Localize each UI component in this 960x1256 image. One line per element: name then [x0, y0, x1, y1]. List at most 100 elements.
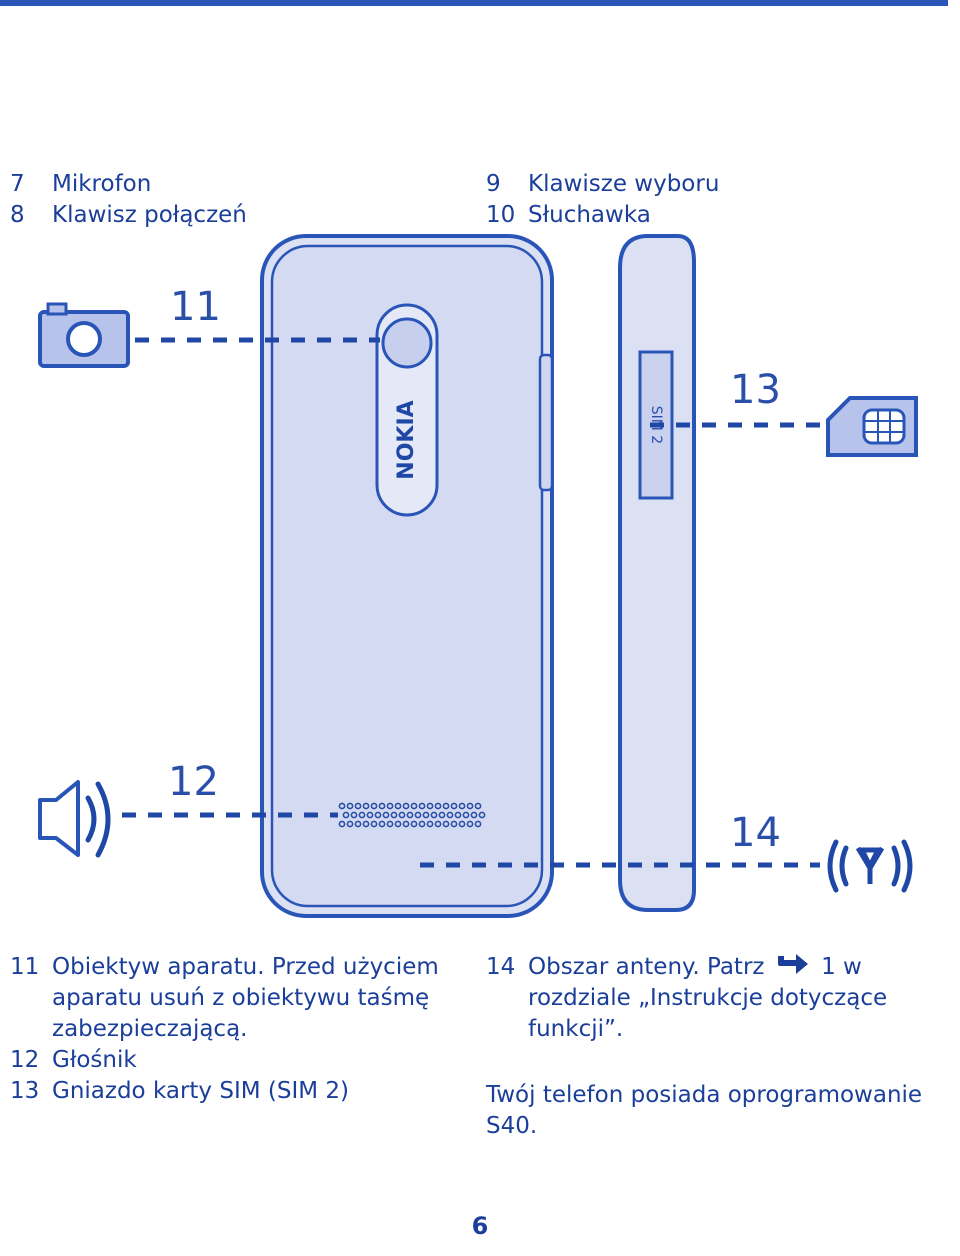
- legend-number: 7: [10, 171, 25, 197]
- grille-hole: [418, 802, 426, 810]
- grille-hole: [366, 811, 374, 819]
- antenna-text-after: 1 w rozdziale „Instrukcje dotyczące funk…: [528, 954, 888, 1042]
- grille-hole: [394, 820, 402, 828]
- legend-number: 9: [486, 171, 501, 197]
- bottom-legend-left: 11 Obiektyw aparatu. Przed użyciem apara…: [10, 952, 472, 1107]
- legend-item: 7 Mikrofon: [10, 169, 247, 200]
- legend-item: 13 Gniazdo karty SIM (SIM 2): [10, 1076, 472, 1107]
- grille-hole: [458, 820, 466, 828]
- grille-hole: [418, 820, 426, 828]
- grille-hole: [450, 820, 458, 828]
- legend-number: 13: [10, 1078, 40, 1104]
- bottom-legend-right: 14 Obszar anteny. Patrz 1 w rozdziale „I…: [486, 952, 926, 1045]
- side-button: [538, 353, 554, 492]
- grille-hole: [386, 802, 394, 810]
- legend-label: Obiektyw aparatu. Przed użyciem aparatu …: [52, 954, 439, 1042]
- legend-label: Gniazdo karty SIM (SIM 2): [52, 1078, 350, 1104]
- antenna-icon: [827, 839, 913, 893]
- legend-item: 10 Słuchawka: [486, 200, 719, 231]
- legend-item: 14 Obszar anteny. Patrz 1 w rozdziale „I…: [486, 952, 926, 1045]
- software-note: Twój telefon posiada oprogramowanie S40.: [486, 1082, 923, 1139]
- legend-item: 8 Klawisz połączeń: [10, 200, 247, 231]
- grille-hole: [442, 802, 450, 810]
- brand-logo: NOKIA: [394, 400, 419, 479]
- legend-number: 10: [486, 202, 516, 228]
- grille-hole: [422, 811, 430, 819]
- top-legend-right: 9 Klawisze wyboru 10 Słuchawka: [486, 169, 719, 231]
- grille-hole: [378, 802, 386, 810]
- grille-hole: [414, 811, 422, 819]
- grille-hole: [386, 820, 394, 828]
- phone-back-inner-edge: [270, 244, 544, 908]
- grille-hole: [442, 820, 450, 828]
- legend-number: 14: [486, 954, 516, 980]
- camera-icon: [38, 302, 130, 368]
- grille-hole: [398, 811, 406, 819]
- grille-hole: [446, 811, 454, 819]
- legend-item: 11 Obiektyw aparatu. Przed użyciem apara…: [10, 952, 472, 1045]
- grille-hole: [402, 820, 410, 828]
- grille-hole: [346, 820, 354, 828]
- top-rule: [0, 0, 948, 6]
- grille-hole: [346, 802, 354, 810]
- grille-hole: [358, 811, 366, 819]
- antenna-text-before: Obszar anteny. Patrz: [528, 954, 765, 980]
- callout-antenna: 14: [730, 810, 781, 856]
- grille-hole: [362, 820, 370, 828]
- grille-hole: [406, 811, 414, 819]
- top-legend-left: 7 Mikrofon 8 Klawisz połączeń: [10, 169, 247, 231]
- legend-item: 12 Głośnik: [10, 1045, 472, 1076]
- grille-hole: [466, 820, 474, 828]
- legend-label: Klawisze wyboru: [528, 171, 720, 197]
- legend-number: 11: [10, 954, 40, 980]
- callout-sim: 13: [730, 367, 781, 413]
- grille-hole: [410, 802, 418, 810]
- legend-label: Mikrofon: [52, 171, 152, 197]
- speaker-grille: [338, 802, 486, 828]
- grille-hole: [354, 820, 362, 828]
- grille-hole: [450, 802, 458, 810]
- grille-hole: [402, 802, 410, 810]
- legend-label: Klawisz połączeń: [52, 202, 247, 228]
- grille-hole: [454, 811, 462, 819]
- grille-hole: [430, 811, 438, 819]
- grille-hole: [438, 811, 446, 819]
- grille-hole: [362, 802, 370, 810]
- grille-hole: [394, 802, 402, 810]
- speaker-icon: [38, 780, 111, 858]
- legend-item: 9 Klawisze wyboru: [486, 169, 719, 200]
- grille-hole: [354, 802, 362, 810]
- grille-hole: [390, 811, 398, 819]
- grille-hole: [426, 802, 434, 810]
- grille-hole: [410, 820, 418, 828]
- grille-hole: [370, 820, 378, 828]
- grille-hole: [458, 802, 466, 810]
- page-number: 6: [471, 1212, 489, 1240]
- grille-hole: [370, 802, 378, 810]
- grille-hole: [378, 820, 386, 828]
- camera-lens: [381, 317, 433, 369]
- grille-hole: [382, 811, 390, 819]
- legend-number: 12: [10, 1047, 40, 1073]
- legend-label: Słuchawka: [528, 202, 651, 228]
- grille-hole: [338, 802, 346, 810]
- grille-hole: [470, 811, 478, 819]
- grille-hole: [478, 811, 486, 819]
- grille-hole: [338, 820, 346, 828]
- legend-label: Głośnik: [52, 1047, 137, 1073]
- phone-side-profile: [618, 234, 696, 912]
- callout-speaker: 12: [168, 759, 219, 805]
- grille-hole: [474, 802, 482, 810]
- grille-hole: [462, 811, 470, 819]
- grille-hole: [342, 811, 350, 819]
- grille-hole: [474, 820, 482, 828]
- legend-label: Obszar anteny. Patrz 1 w rozdziale „Inst…: [528, 952, 926, 1045]
- grille-hole: [350, 811, 358, 819]
- legend-number: 8: [10, 202, 25, 228]
- cross-reference-arrow-icon: [777, 954, 808, 974]
- grille-hole: [426, 820, 434, 828]
- grille-hole: [466, 802, 474, 810]
- callout-camera: 11: [170, 284, 221, 330]
- sim-card-icon: [826, 396, 918, 457]
